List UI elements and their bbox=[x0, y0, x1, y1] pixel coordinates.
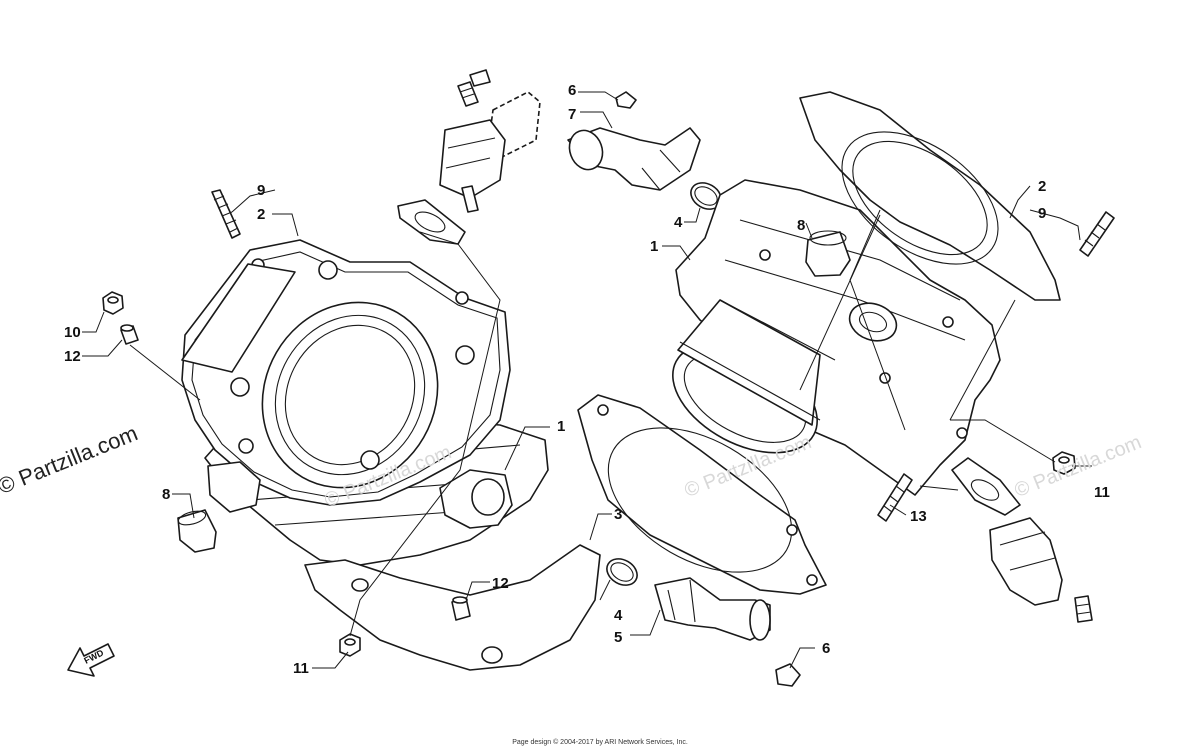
callout-11-left: 11 bbox=[293, 660, 309, 677]
forward-direction-arrow: FWD bbox=[67, 643, 115, 677]
callout-13: 13 bbox=[910, 508, 927, 525]
nut-10 bbox=[102, 291, 124, 315]
callout-numbers: 6 7 4 1 8 2 9 11 13 9 2 10 12 8 1 3 4 5 … bbox=[64, 82, 1110, 677]
callout-4-upper: 4 bbox=[674, 214, 683, 231]
callout-12-upper: 12 bbox=[64, 348, 81, 365]
tensioner-gasket-right bbox=[951, 457, 1021, 516]
stud-13 bbox=[877, 473, 913, 522]
dowel-12-left-upper bbox=[120, 324, 139, 345]
elbow-5 bbox=[654, 577, 771, 641]
dowel-12-left-lower bbox=[451, 596, 471, 621]
callout-11-right: 11 bbox=[1094, 484, 1110, 501]
callout-1-right: 1 bbox=[650, 238, 658, 255]
callout-12-lower: 12 bbox=[492, 575, 509, 592]
callout-4-lower: 4 bbox=[614, 607, 623, 624]
tensioner-right bbox=[989, 517, 1093, 623]
copyright-footer: Page design © 2004-2017 by ARI Network S… bbox=[512, 739, 688, 746]
screw-6-lower bbox=[775, 663, 801, 687]
tensioner-gasket-left bbox=[397, 199, 466, 245]
plug-8-right bbox=[805, 230, 851, 277]
callout-6-upper: 6 bbox=[568, 82, 576, 99]
stud-9-left bbox=[211, 189, 241, 239]
right-cylinder bbox=[672, 179, 1001, 496]
callout-9-left: 9 bbox=[257, 182, 265, 199]
elbow-7 bbox=[567, 127, 701, 191]
callout-8-right: 8 bbox=[797, 217, 805, 234]
head-gasket-2-right bbox=[799, 91, 1061, 301]
callout-5: 5 bbox=[614, 629, 622, 646]
callout-8-left: 8 bbox=[162, 486, 170, 503]
screw-6-upper bbox=[615, 91, 637, 109]
callout-6-lower: 6 bbox=[822, 640, 830, 657]
base-gasket-3 bbox=[577, 394, 827, 595]
nut-11-right bbox=[1052, 451, 1076, 475]
plug-8-left bbox=[177, 509, 217, 553]
callout-10: 10 bbox=[64, 324, 81, 341]
tensioner-left bbox=[439, 69, 541, 213]
callout-7: 7 bbox=[568, 106, 576, 123]
o-ring-4-lower bbox=[606, 558, 638, 586]
callout-9-right: 9 bbox=[1038, 205, 1046, 222]
nut-11-left bbox=[339, 633, 361, 657]
callout-1-left: 1 bbox=[557, 418, 565, 435]
stud-9-right bbox=[1079, 211, 1115, 257]
left-cylinder bbox=[181, 239, 601, 671]
leader-lines bbox=[82, 91, 1092, 669]
callout-2-right: 2 bbox=[1038, 178, 1046, 195]
callout-2-left: 2 bbox=[257, 206, 265, 223]
callout-3: 3 bbox=[614, 506, 622, 523]
